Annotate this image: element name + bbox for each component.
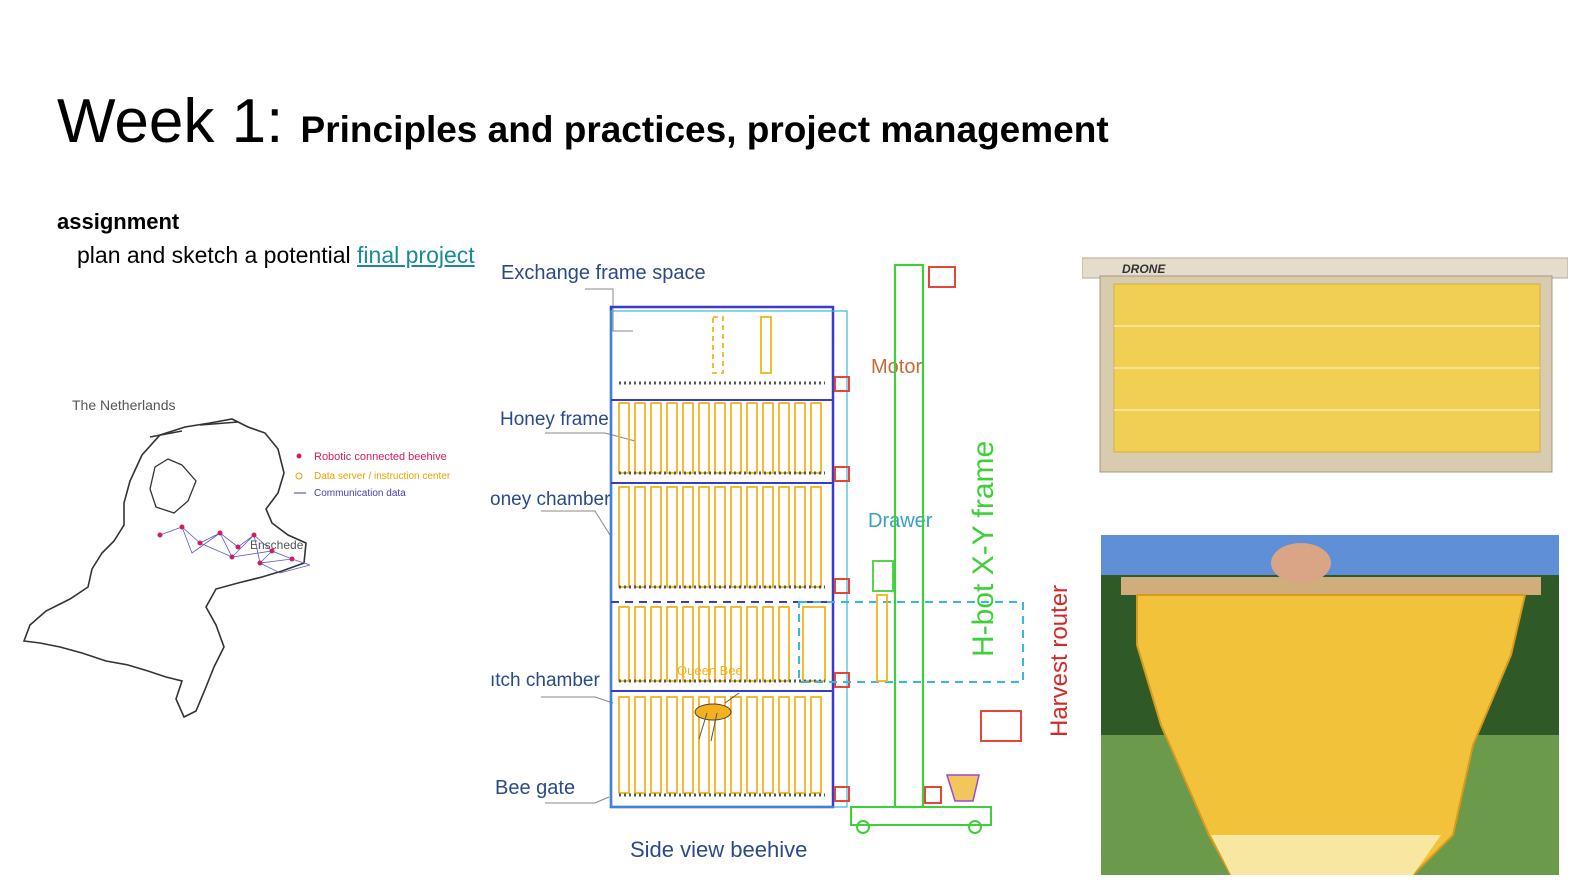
legend-server-circle [295, 472, 303, 480]
map-country-label: The Netherlands [72, 397, 176, 413]
frame-rails [619, 381, 825, 797]
queen-bee-icon [694, 692, 740, 742]
label-harvest-router: Harvest router [1046, 585, 1073, 737]
natural-comb-photo [1101, 535, 1559, 875]
honey-jar [945, 774, 980, 802]
netherlands-map: The Netherlands Enschede Robotic connect… [22, 397, 451, 719]
slide-title: Week 1: Principles and practices, projec… [57, 86, 1109, 157]
hive-dividers [611, 399, 833, 692]
label-honey-frame: Honey frame [500, 409, 609, 430]
legend-comm: Communication data [314, 488, 406, 499]
top-bar [1121, 577, 1541, 595]
honeycomb-capped [1211, 835, 1441, 875]
hand [1271, 543, 1331, 583]
city-label: Enschede [250, 538, 304, 552]
label-motor: Motor [871, 356, 922, 378]
drawer-frame [876, 594, 888, 682]
assignment-text-body: plan and sketch a potential [77, 242, 358, 268]
lake-outline [149, 458, 197, 514]
honey-frames-top [618, 402, 822, 474]
label-hbot: H-bot X-Y frame [967, 441, 1000, 657]
country-outline [22, 418, 307, 719]
drawer-box [872, 560, 894, 592]
drone-label: DRONE [1122, 262, 1166, 276]
leader-lines [541, 288, 636, 804]
label-honey-chamber: oney chamber [490, 489, 611, 510]
label-drawer: Drawer [868, 510, 933, 532]
legend-server: Data server / instruction center [314, 471, 451, 482]
hive-outer [610, 310, 848, 808]
legend-beehive: Robotic connected beehive [314, 451, 447, 463]
hatch-frames [618, 606, 826, 794]
label-exchange: Exchange frame space [501, 262, 706, 284]
islands-outline [149, 421, 239, 438]
hbot-frame [893, 263, 925, 809]
title-main: Week 1: [57, 87, 301, 156]
label-hatch-chamber: ıtch chamber [490, 670, 600, 691]
beehive-diagram: Exchange frame space Honey frame oney ch… [490, 262, 1073, 862]
hbot-wheel-right [968, 820, 982, 834]
beehive-dots [157, 524, 295, 566]
hbot-base [850, 806, 992, 826]
title-subtitle: Principles and practices, project manage… [300, 109, 1109, 150]
assignment-text: plan and sketch a potential final projec… [77, 242, 475, 269]
drone-frame-photo: DRONE [1082, 257, 1568, 473]
hbot-wheel-left [856, 820, 870, 834]
label-bee-gate: Bee gate [495, 777, 575, 799]
drawer-path [798, 601, 1024, 683]
honey-frames-chamber [618, 486, 822, 588]
assignment-heading: assignment [57, 209, 180, 234]
label-queen-bee: Queen Bee [677, 663, 743, 678]
diagram-caption: Side view beehive [630, 837, 807, 862]
legend-beehive-dot [296, 453, 302, 459]
exchange-frame [760, 316, 772, 374]
honeycomb [1136, 594, 1527, 875]
motor-boxes [834, 266, 1022, 804]
final-project-link[interactable]: final project [357, 242, 475, 268]
exchange-frame-dashed [712, 316, 724, 374]
